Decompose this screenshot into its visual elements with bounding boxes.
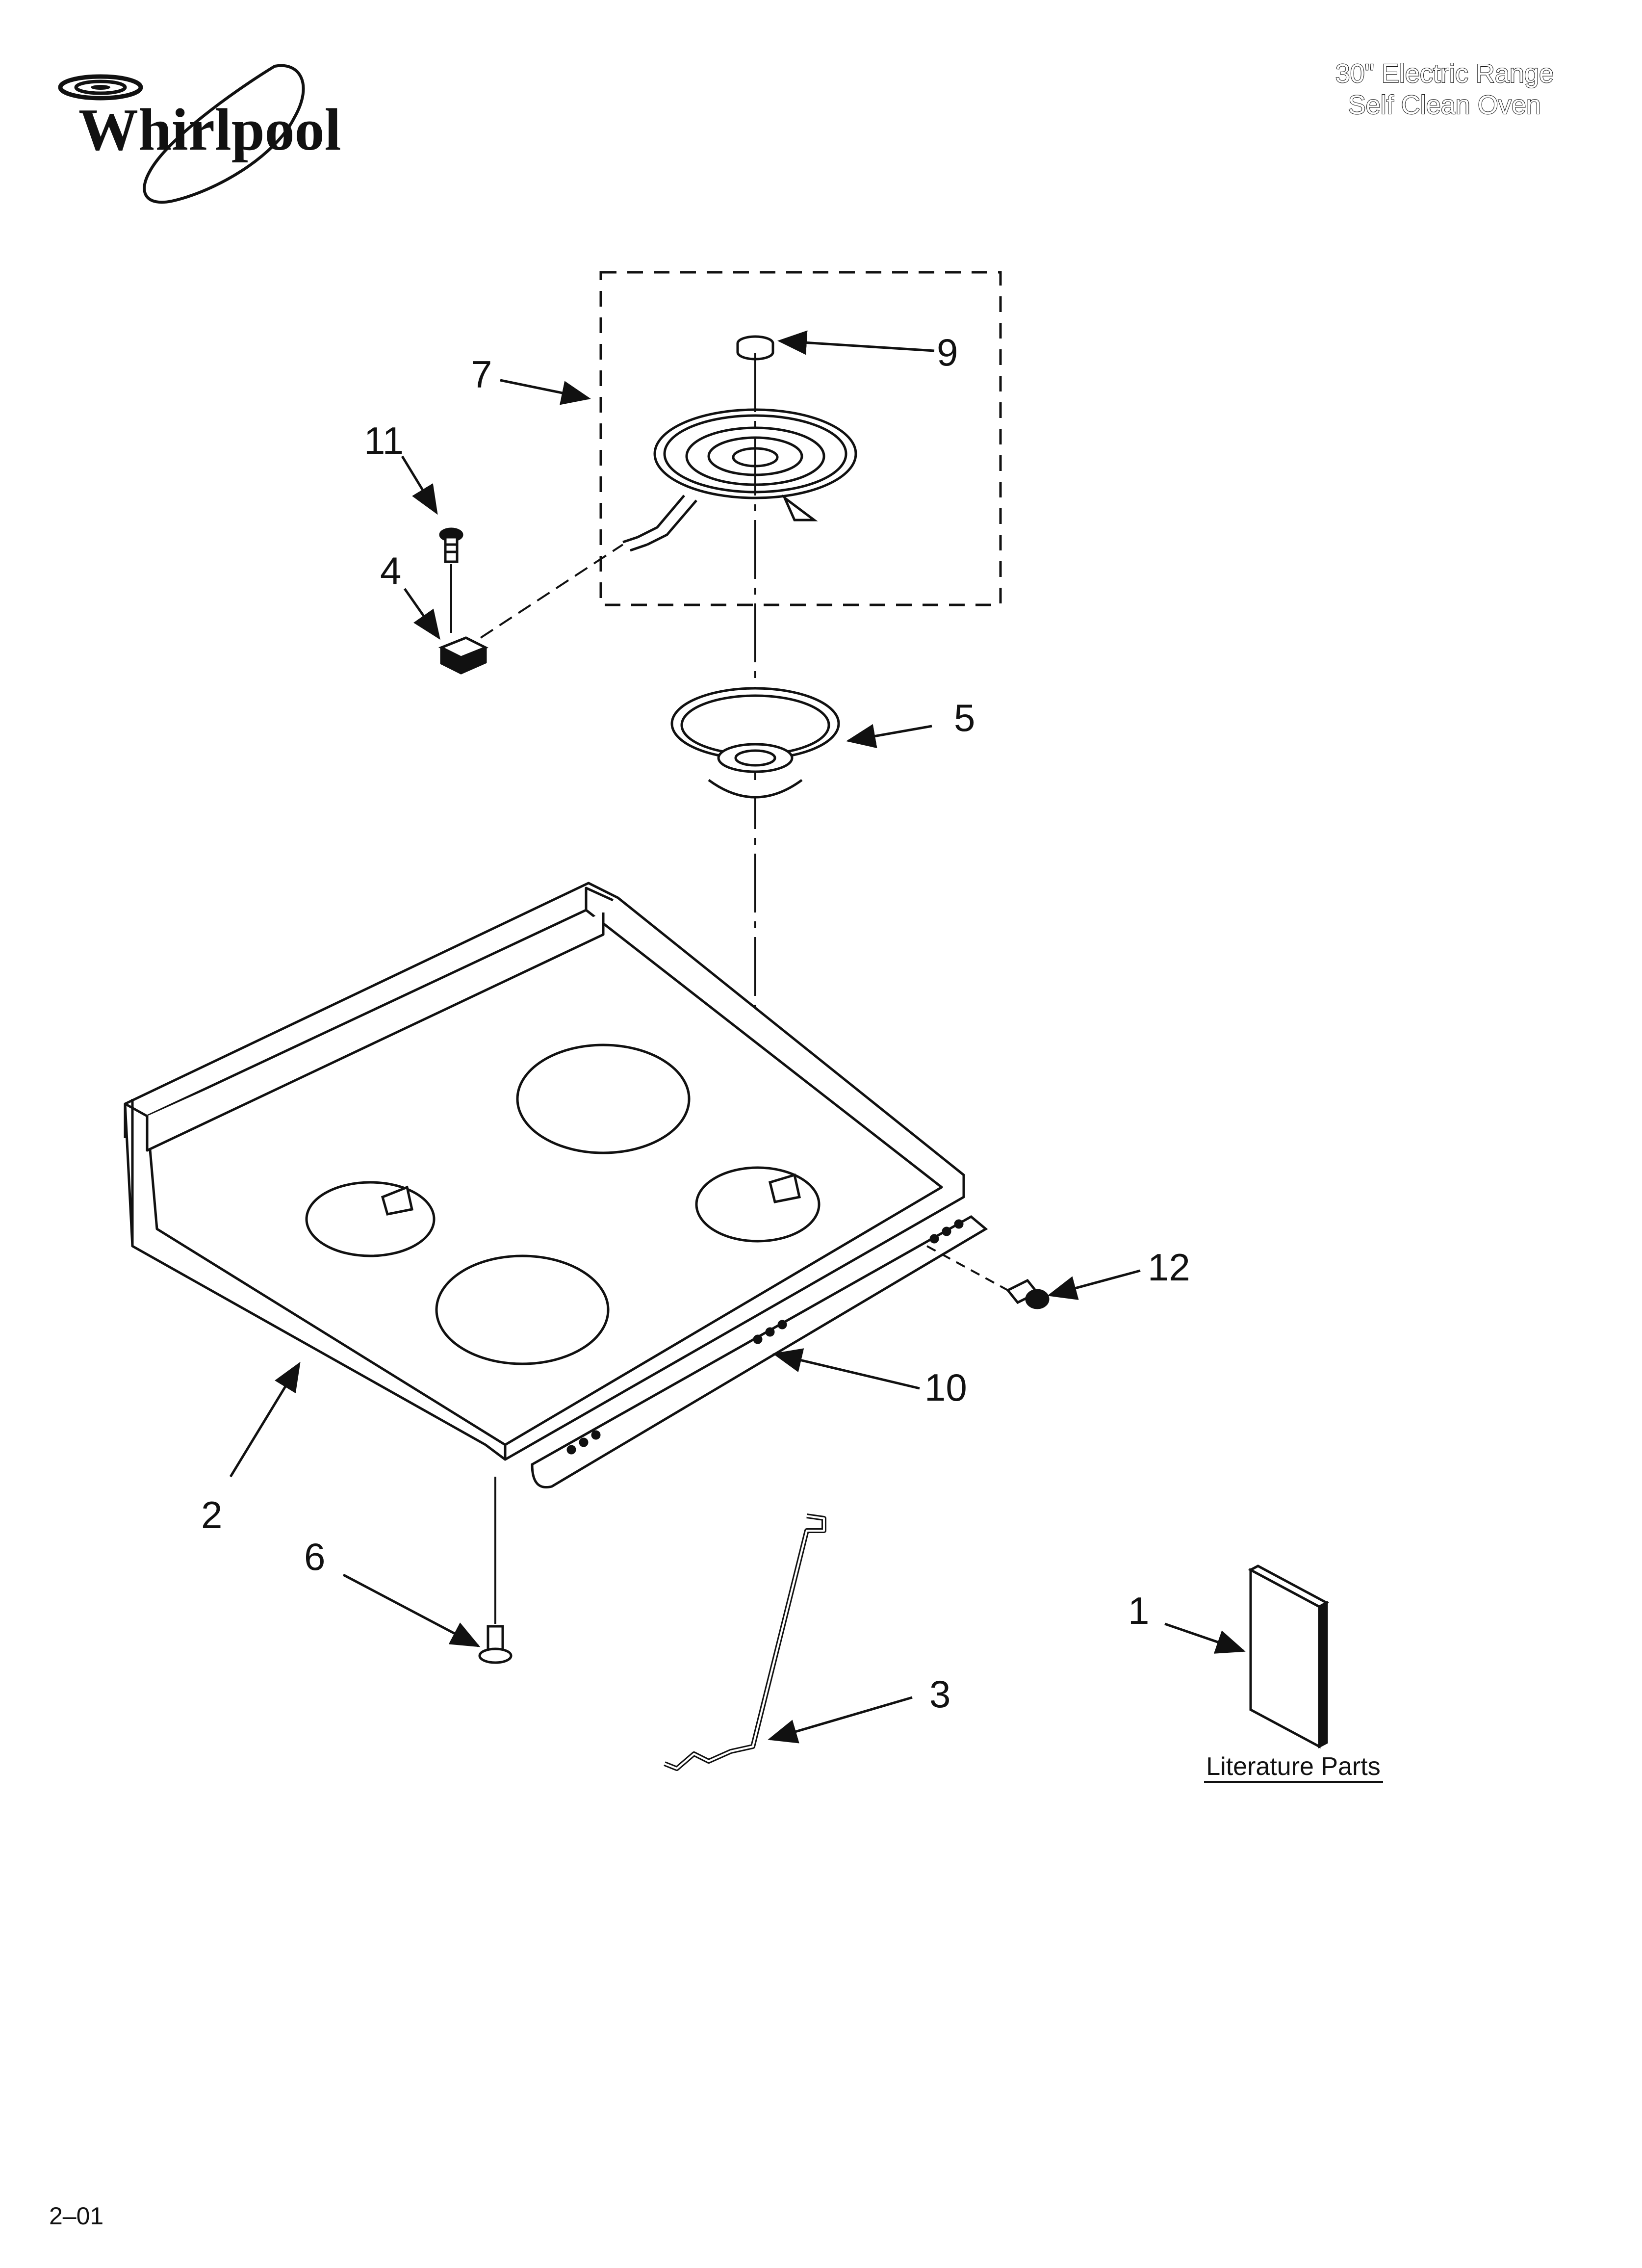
header-line-2: Self Clean Oven: [1348, 90, 1541, 120]
callout-6: 6: [304, 1535, 325, 1578]
surface-element-group-box: [599, 271, 1002, 606]
trim-screw: [1006, 1278, 1050, 1309]
callout-labels: 7 9 11 4 5 12 10 2 6 3 1: [201, 331, 1190, 1716]
leveling-bolt: [478, 1625, 513, 1664]
callout-10: 10: [924, 1366, 967, 1409]
callout-2: 2: [201, 1493, 222, 1537]
cooktop-panel: [124, 882, 965, 1461]
front-trim-strip: [531, 1215, 988, 1488]
header-title: 30" Electric Range Self Clean Oven: [1335, 58, 1554, 121]
leader-arrows: [229, 330, 1246, 1744]
callout-7: 7: [471, 353, 492, 396]
callout-9: 9: [937, 331, 958, 374]
footer-code: 2–01: [49, 2202, 104, 2230]
svg-text:Whirlpool: Whirlpool: [78, 97, 341, 163]
whirlpool-logo: Whirlpool: [58, 64, 341, 204]
drip-bowl: [670, 687, 840, 799]
terminal-block: [438, 636, 489, 675]
literature-label: Literature Parts: [1206, 1752, 1381, 1781]
callout-3: 3: [929, 1672, 950, 1716]
cooktop-openings: [305, 1043, 821, 1365]
literature-booklet: [1248, 1564, 1330, 1749]
callout-5: 5: [954, 696, 975, 739]
header-line-1: 30" Electric Range: [1335, 58, 1554, 89]
callout-1: 1: [1128, 1589, 1149, 1632]
surface-element: [622, 408, 857, 552]
callout-12: 12: [1148, 1246, 1190, 1289]
callout-11: 11: [364, 419, 404, 462]
callout-4: 4: [380, 549, 401, 592]
terminal-screw: [439, 527, 463, 563]
